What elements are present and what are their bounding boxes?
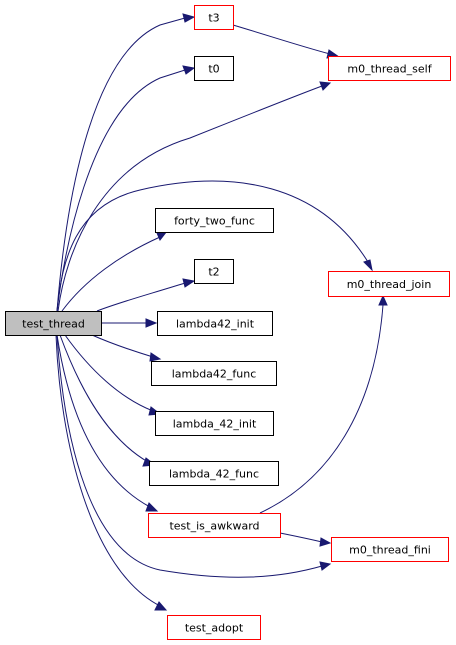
edge-line — [56, 334, 323, 578]
node-box — [149, 461, 279, 486]
edge-line — [64, 334, 154, 412]
node-m0-thread-self[interactable]: m0_thread_self — [328, 56, 451, 81]
edge-arrowhead — [149, 352, 162, 362]
node-box — [167, 615, 261, 640]
edge-arrowhead — [363, 259, 373, 272]
edge-test-thread-to-m0-thread-join — [56, 180, 373, 312]
node-box — [151, 361, 277, 386]
edges-layer — [55, 13, 388, 611]
node-label: lambda42_func — [172, 368, 257, 381]
edge-line — [232, 24, 331, 55]
edge-arrowhead — [182, 13, 196, 23]
edge-test-thread-to-m0-thread-self — [57, 81, 332, 312]
edge-arrowhead — [182, 65, 196, 75]
nodes-layer: test_thread t3 t0 m0_thread_self forty_two_f… — [5, 5, 451, 640]
node-box — [194, 56, 234, 81]
node-lambda42-init[interactable]: lambda42_init — [157, 311, 273, 336]
node-test-is-awkward[interactable]: test_is_awkward — [148, 513, 281, 538]
edge-line — [279, 532, 323, 543]
node-forty-two-func[interactable]: forty_two_func — [155, 208, 274, 233]
node-lambda-42-init[interactable]: lambda_42_init — [155, 411, 274, 436]
node-label: lambda42_init — [176, 318, 255, 331]
edge-arrowhead — [145, 318, 158, 328]
edge-arrowhead — [182, 278, 196, 288]
node-box — [155, 208, 274, 233]
node-box — [194, 259, 234, 284]
edge-test-thread-to-test-is-awkward — [56, 334, 159, 512]
node-t3[interactable]: t3 — [194, 5, 234, 30]
node-label: t0 — [208, 63, 219, 76]
node-label: test_thread — [22, 318, 85, 331]
node-label: lambda_42_func — [169, 468, 259, 481]
edge-arrowhead — [319, 537, 332, 547]
edge-arrowhead — [319, 561, 332, 571]
edge-test-thread-to-lambda42-func — [91, 334, 162, 362]
node-box — [5, 311, 102, 336]
node-label: t3 — [208, 12, 219, 25]
edge-line — [259, 304, 384, 514]
node-lambda42-func[interactable]: lambda42_func — [151, 361, 277, 386]
edge-arrowhead — [154, 601, 168, 611]
node-label: forty_two_func — [174, 215, 255, 228]
node-box — [155, 411, 274, 436]
node-box — [194, 5, 234, 30]
edge-t3-to-m0-thread-self — [232, 24, 341, 59]
node-box — [157, 311, 273, 336]
node-m0-thread-join[interactable]: m0_thread_join — [328, 271, 450, 297]
node-box — [148, 513, 281, 538]
node-test-thread[interactable]: test_thread — [5, 311, 102, 336]
node-label: m0_thread_fini — [349, 544, 431, 557]
edge-line — [61, 236, 161, 312]
edge-line — [91, 334, 154, 358]
node-label: t2 — [208, 266, 219, 279]
node-label: m0_thread_join — [347, 278, 432, 291]
node-label: lambda_42_init — [173, 418, 257, 431]
node-test-adopt[interactable]: test_adopt — [167, 615, 261, 640]
edge-test-thread-to-lambda-42-init — [64, 334, 162, 416]
edge-line — [56, 69, 186, 312]
node-label: test_adopt — [185, 622, 244, 635]
edge-test-thread-to-t0 — [56, 65, 196, 312]
edge-test-thread-to-t3 — [56, 13, 196, 312]
edge-line — [96, 282, 186, 312]
edge-arrowhead — [319, 81, 332, 91]
edge-test-is-awkward-to-m0-thread-join — [259, 294, 388, 514]
node-label: test_is_awkward — [169, 520, 259, 533]
edge-test-thread-to-lambda-42-func — [59, 334, 157, 467]
node-t0[interactable]: t0 — [194, 56, 234, 81]
edge-line — [56, 334, 151, 508]
edge-line — [55, 334, 161, 607]
edge-test-thread-to-lambda42-init — [101, 318, 158, 328]
node-box — [331, 537, 449, 562]
edge-test-thread-to-forty-two-func — [61, 230, 169, 312]
edge-test-thread-to-t2 — [96, 278, 196, 312]
edge-test-is-awkward-to-m0-thread-fini — [279, 532, 332, 547]
node-label: m0_thread_self — [347, 63, 432, 76]
edge-line — [57, 85, 323, 312]
edge-arrowhead — [145, 502, 159, 512]
node-lambda-42-func[interactable]: lambda_42_func — [149, 461, 279, 486]
edge-line — [59, 334, 149, 463]
node-m0-thread-fini[interactable]: m0_thread_fini — [331, 537, 449, 562]
node-box — [328, 56, 451, 81]
node-t2[interactable]: t2 — [194, 259, 234, 284]
edge-test-thread-to-test-adopt — [55, 334, 168, 611]
edge-test-thread-to-m0-thread-fini — [56, 334, 332, 578]
edge-line — [56, 180, 369, 312]
edge-arrowhead — [378, 294, 388, 306]
edge-line — [56, 17, 186, 312]
node-box — [328, 271, 450, 297]
